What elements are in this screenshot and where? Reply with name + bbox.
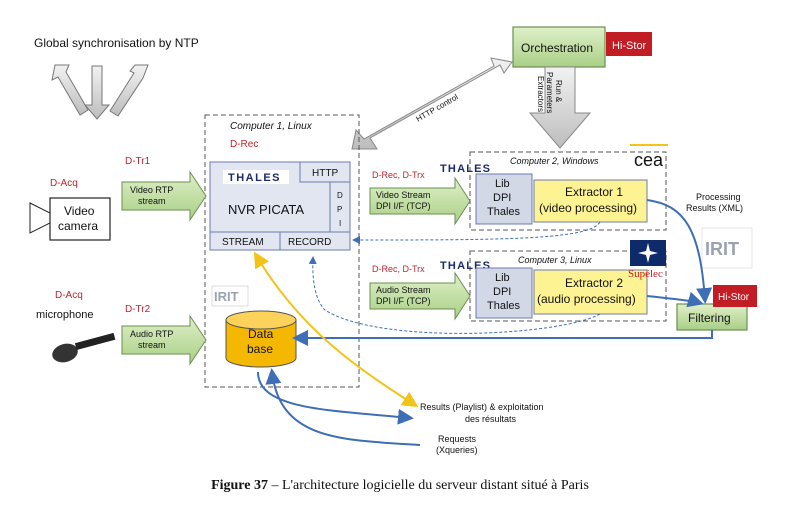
video-dacq: D-Acq — [50, 178, 78, 189]
video-rtp-2: stream — [138, 196, 166, 206]
audio-rtp-2: stream — [138, 340, 166, 350]
audio-dtr2: D-Tr2 — [125, 304, 151, 315]
computer2-dtrx: D-Rec, D-Trx — [372, 170, 425, 180]
results-label-1: Results (Playlist) & exploitation — [420, 402, 544, 412]
flow-database-results — [257, 371, 414, 425]
video-stream-arrow: Video Stream DPI I/F (TCP) — [369, 176, 471, 226]
audio-stream-1: Audio Stream — [376, 285, 431, 295]
computer1-title: Computer 1, Linux — [230, 121, 313, 132]
video-dtr1: D-Tr1 — [125, 156, 151, 167]
camera-icon — [29, 197, 111, 241]
flow-requests-database — [265, 368, 421, 446]
database-label-1: Data — [248, 327, 274, 341]
audio-stream-arrow: Audio Stream DPI I/F (TCP) — [369, 271, 471, 321]
processing-1: Processing — [696, 192, 741, 202]
video-stream-1: Video Stream — [376, 190, 430, 200]
c3-lib-2: DPI — [493, 286, 511, 298]
extractor2-label-2: (audio processing) — [537, 292, 636, 306]
figure-caption-text: – L'architecture logicielle du serveur d… — [267, 478, 589, 493]
sync-arrows — [51, 64, 149, 120]
extractor1-label-2: (video processing) — [539, 201, 637, 215]
flow-extractor1-record — [352, 221, 601, 244]
camera-label-1: Video — [64, 204, 95, 218]
figure-caption: Figure 37 – L'architecture logicielle du… — [0, 478, 800, 494]
http-control-arrow: HTTP control — [351, 57, 513, 150]
nvr-stream: STREAM — [222, 237, 264, 248]
flow-extractor2-filtering — [646, 291, 704, 308]
nvr-http: HTTP — [312, 168, 338, 179]
nvr-picata-box: THALES HTTP D P I NVR PICATA STREAM RECO… — [209, 161, 351, 251]
filtering-box — [676, 303, 748, 331]
nvr-thales-logo: THALES — [228, 172, 281, 184]
svg-text:cea: cea — [634, 150, 664, 170]
video-rtp-arrow: Video RTP stream — [121, 170, 207, 222]
database-label-2: base — [247, 342, 273, 356]
audio-rtp-arrow: Audio RTP stream — [121, 314, 207, 366]
computer2-lib-box — [475, 173, 533, 225]
extractor2-label-1: Extractor 2 — [565, 276, 623, 290]
run-params-3: Extractors — [536, 76, 545, 112]
histor-logo-2-text: Hi-Stor — [718, 292, 750, 303]
histor-logo-1-text: Hi-Stor — [612, 40, 647, 52]
flow-extractor1-filtering — [646, 199, 713, 304]
irit-logo-2: IRIT — [701, 227, 753, 269]
svg-text:IRIT: IRIT — [705, 239, 739, 259]
nvr-dpi-i: I — [339, 219, 341, 228]
requests-label-1: Requests — [438, 434, 477, 444]
computer1-drec: D-Rec — [230, 139, 258, 150]
orchestration-box — [512, 26, 606, 68]
c2-lib-1: Lib — [495, 178, 510, 190]
c3-lib-3: Thales — [487, 300, 521, 312]
computer3-dtrx: D-Rec, D-Trx — [372, 264, 425, 274]
requests-label-2: (Xqueries) — [436, 445, 478, 455]
processing-2: Results (XML) — [686, 203, 743, 213]
computer2-title: Computer 2, Windows — [510, 156, 599, 166]
audio-rtp-1: Audio RTP — [130, 329, 173, 339]
microphone-icon — [52, 332, 116, 363]
results-label-2: des résultats — [465, 414, 517, 424]
video-stream-2: DPI I/F (TCP) — [376, 201, 431, 211]
nvr-name: NVR PICATA — [228, 202, 304, 217]
c2-lib-3: Thales — [487, 206, 521, 218]
computer3-title: Computer 3, Linux — [518, 255, 592, 265]
audio-stream-2: DPI I/F (TCP) — [376, 296, 431, 306]
camera-label-2: camera — [58, 219, 98, 233]
flow-stream-results-yellow — [253, 251, 419, 408]
supelec-logo: Supélec — [628, 240, 666, 280]
database-cylinder: Data base — [225, 310, 297, 368]
filtering-label: Filtering — [688, 311, 731, 325]
nvr-dpi-d: D — [337, 191, 343, 200]
histor-logo-1 — [606, 32, 652, 56]
sync-label: Global synchronisation by NTP — [34, 36, 199, 50]
svg-text:IRIT: IRIT — [214, 289, 239, 304]
extractor1-box — [533, 179, 648, 223]
orchestration-label: Orchestration — [521, 41, 593, 55]
run-parameters-arrow: Run & Parameters Extractors — [528, 66, 592, 149]
c2-lib-2: DPI — [493, 192, 511, 204]
nvr-dpi-p: P — [337, 205, 342, 214]
microphone-label: microphone — [36, 309, 93, 321]
video-rtp-1: Video RTP — [130, 185, 173, 195]
flow-filtering-database — [292, 330, 713, 346]
figure-number: Figure 37 — [211, 478, 268, 493]
svg-text:Supélec: Supélec — [628, 268, 663, 280]
computer3-lib-box — [475, 267, 533, 319]
computer3-box — [469, 250, 667, 322]
run-params-2: Parameters — [545, 72, 554, 113]
run-params-1: Run & — [554, 80, 563, 103]
extractor1-label-1: Extractor 1 — [565, 185, 623, 199]
extractor2-box — [533, 269, 648, 315]
computer1-box — [204, 114, 360, 388]
c3-lib-1: Lib — [495, 272, 510, 284]
nvr-record: RECORD — [288, 237, 331, 248]
computer2-box — [469, 151, 667, 231]
histor-logo-2 — [713, 285, 757, 307]
irit-logo-1: IRIT — [211, 285, 249, 307]
computer2-thales-logo: THALES — [440, 163, 491, 175]
cea-logo: cea — [630, 144, 668, 170]
audio-dacq: D-Acq — [55, 290, 83, 301]
